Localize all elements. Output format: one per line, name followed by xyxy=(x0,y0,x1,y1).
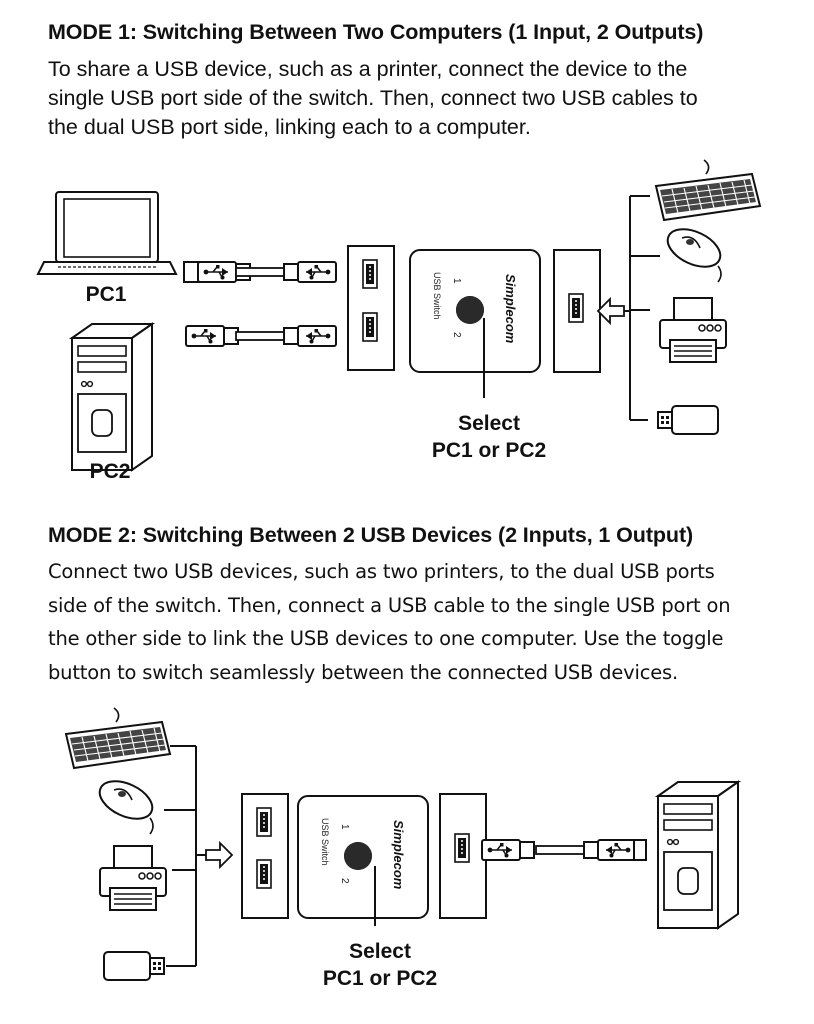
switch-dual-port-side-mode2 xyxy=(241,793,289,919)
select-label-line1: Select xyxy=(458,412,520,435)
switch-dual-port-side xyxy=(347,245,395,371)
switch-single-port-side xyxy=(553,249,601,373)
printer-icon xyxy=(659,297,727,363)
usb-cable-pc1 xyxy=(183,261,336,283)
laptop-icon xyxy=(36,191,178,275)
switch-port1-label: 1 xyxy=(451,278,462,284)
switch-model-text: USB Switch xyxy=(320,818,330,866)
mouse-icon xyxy=(660,220,728,283)
keyboard-icon xyxy=(655,159,761,221)
switch-brand-text: Simplecom xyxy=(503,274,518,344)
usb-switch-icon: USB Switch 1 2 Simplecom xyxy=(297,795,429,919)
device-bus-lines xyxy=(624,195,660,421)
mode1-heading: MODE 1: Switching Between Two Computers … xyxy=(48,20,704,44)
select-label-line2-mode2: PC1 or PC2 xyxy=(323,967,437,990)
hollow-arrow-icon xyxy=(205,842,233,868)
usb-switch-icon: USB Switch 1 2 Simplecom xyxy=(409,249,541,373)
switch-brand-text: Simplecom xyxy=(391,820,406,890)
printer-icon xyxy=(99,845,167,911)
device-bus-lines-mode2 xyxy=(164,745,206,967)
switch-port2-label: 2 xyxy=(339,878,350,884)
desktop-tower-icon xyxy=(657,781,739,929)
mouse-icon xyxy=(92,772,160,835)
switch-single-port-side-mode2 xyxy=(439,793,487,919)
mode2-heading: MODE 2: Switching Between 2 USB Devices … xyxy=(48,523,694,547)
select-button[interactable] xyxy=(344,842,372,870)
switch-port2-label: 2 xyxy=(451,332,462,338)
hollow-arrow-icon xyxy=(597,298,625,324)
mode2-description: Connect two USB devices, such as two pri… xyxy=(48,560,731,684)
usb-flash-drive-icon xyxy=(657,405,719,435)
usb-cable-pc2 xyxy=(185,325,336,347)
usb-flash-drive-icon xyxy=(103,951,165,981)
usb-cable-computer xyxy=(481,839,647,861)
select-label-line2: PC1 or PC2 xyxy=(432,439,546,462)
keyboard-icon xyxy=(65,707,171,769)
desktop-tower-icon xyxy=(71,323,153,471)
pc1-label: PC1 xyxy=(86,283,127,306)
pc2-label: PC2 xyxy=(90,460,131,483)
mode1-description: To share a USB device, such as a printer… xyxy=(48,57,698,139)
switch-port1-label: 1 xyxy=(339,824,350,830)
select-label-line1-mode2: Select xyxy=(349,940,411,963)
select-button[interactable] xyxy=(456,296,484,324)
switch-model-text: USB Switch xyxy=(432,272,442,320)
